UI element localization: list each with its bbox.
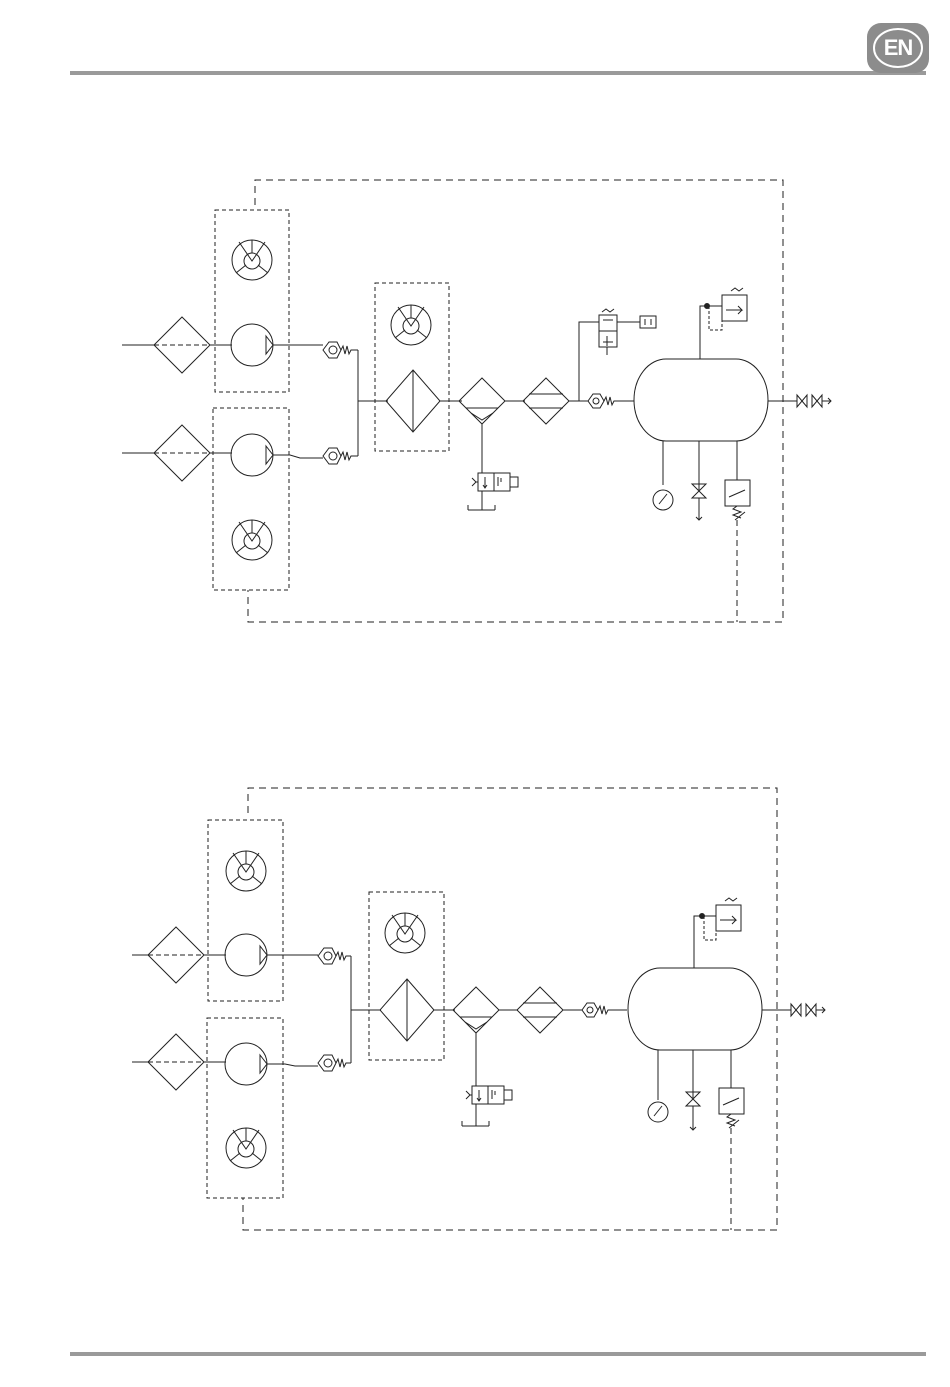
check-valve-icon-tank (582, 1003, 627, 1017)
dryer-filter-icon (517, 987, 582, 1033)
intake-filter-lower (132, 1034, 226, 1090)
compressor-pump-icon-upper (231, 324, 323, 366)
condensate-drain-valve-icon (468, 473, 518, 510)
check-valve-icon-upper (323, 342, 358, 358)
cooler-fan-icon (385, 913, 425, 953)
motor-pump-unit-lower (213, 408, 289, 590)
motor-fan-icon-lower (232, 520, 272, 560)
outlet-valve-icon (768, 395, 831, 407)
air-receiver-tank (628, 968, 762, 1050)
pressure-regulator-icon (700, 288, 747, 359)
language-badge-label: EN (866, 22, 930, 74)
top-rule (70, 71, 926, 75)
motor-pump-unit-upper (215, 210, 289, 392)
enclosure-outline (243, 788, 777, 1230)
motor-pump-unit-upper (208, 820, 283, 1001)
motor-pump-unit-lower (207, 1018, 283, 1198)
motor-fan-icon-lower (226, 1128, 266, 1168)
compressor-pump-icon-lower (231, 434, 323, 476)
pneumatic-diagram-2 (0, 768, 950, 1268)
water-separator-icon (453, 987, 518, 1086)
motor-fan-icon-upper (232, 240, 272, 280)
bottom-rule (70, 1352, 926, 1356)
condensate-drain-valve-icon (462, 1086, 512, 1126)
water-separator-icon (459, 378, 525, 473)
pressure-gauge-icon (648, 1102, 668, 1122)
pneumatic-diagram-1 (0, 160, 950, 660)
motor-fan-icon-upper (226, 851, 266, 891)
outlet-valve-icon (762, 1004, 825, 1016)
intake-filter-upper (132, 927, 226, 983)
aftercooler-unit (375, 283, 449, 451)
manifold-line (351, 956, 381, 1063)
manifold-line (358, 350, 388, 456)
check-valve-icon-lower (318, 1055, 351, 1071)
compressor-pump-icon-lower (225, 1043, 318, 1085)
solenoid-valve-icon (579, 309, 656, 401)
air-receiver-tank (634, 359, 768, 441)
pressure-switch-icon (719, 1088, 744, 1230)
intake-filter-lower (122, 425, 232, 481)
pressure-regulator-icon (694, 898, 741, 968)
check-valve-icon-tank (588, 394, 634, 408)
language-badge: EN (866, 22, 930, 74)
tank-outlet-lines (663, 441, 737, 490)
check-valve-icon-upper (318, 948, 351, 964)
cooler-fan-icon (391, 305, 431, 345)
compressor-pump-icon-upper (225, 934, 318, 976)
check-valve-icon-lower (323, 448, 358, 464)
dryer-filter-icon (523, 378, 588, 424)
pressure-gauge-icon (653, 490, 673, 510)
aftercooler-icon (386, 370, 462, 432)
